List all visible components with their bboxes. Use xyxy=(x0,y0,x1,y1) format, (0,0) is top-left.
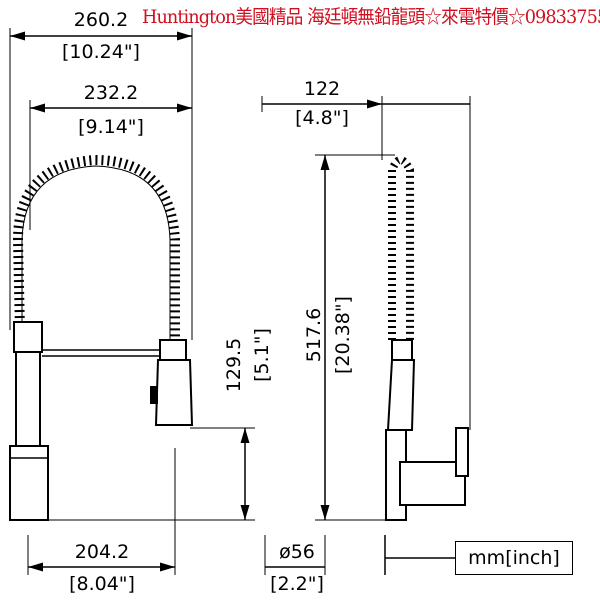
total-height-mm: 517.6 xyxy=(303,308,325,362)
base-to-spout-mm: 204.2 xyxy=(75,541,129,563)
total-height-inch: [20.38"] xyxy=(332,296,354,374)
units-label: mm[inch] xyxy=(455,541,573,575)
spout-reach-inch: [9.14"] xyxy=(78,116,144,138)
overall-width-mm: 260.2 xyxy=(74,9,128,31)
base-to-spout-inch: [8.04"] xyxy=(69,573,135,595)
spout-height-mm: 129.5 xyxy=(223,338,245,392)
side-view-faucet xyxy=(385,156,469,521)
dimension-lines xyxy=(9,28,471,575)
banner-text: Huntington美國精品 海廷頓無鉛龍頭☆來電特價☆0983375500☆ xyxy=(142,6,600,28)
side-depth-inch: [4.8"] xyxy=(295,107,349,129)
base-diameter-inch: [2.2"] xyxy=(270,573,324,595)
base-diameter-mm: ø56 xyxy=(279,541,315,563)
spout-height-inch: [5.1"] xyxy=(251,328,273,382)
overall-width-inch: [10.24"] xyxy=(62,41,140,63)
side-depth-mm: 122 xyxy=(304,78,340,100)
spout-reach-mm: 232.2 xyxy=(84,82,138,104)
front-view-faucet xyxy=(9,154,194,521)
